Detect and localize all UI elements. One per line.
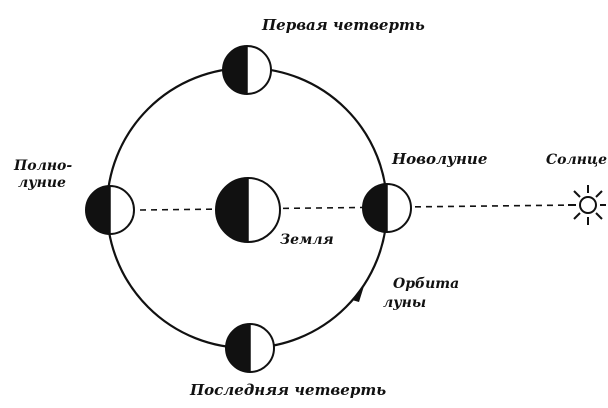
label-first-quarter: Первая четверть bbox=[261, 16, 425, 34]
label-full-moon-line1: Полно- bbox=[13, 158, 72, 174]
label-full-moon-line2: луние bbox=[18, 175, 66, 191]
moon-new-moon bbox=[363, 184, 411, 232]
moon-full-moon bbox=[86, 186, 134, 234]
moon-last-quarter bbox=[226, 324, 274, 372]
orbit-arrow-icon bbox=[352, 286, 364, 302]
sun-icon bbox=[568, 185, 606, 225]
label-sun: Солнце bbox=[546, 152, 607, 168]
moon-first-quarter bbox=[223, 46, 271, 94]
sun-earth-axis bbox=[140, 205, 578, 210]
label-last-quarter: Последняя четверть bbox=[189, 381, 386, 399]
earth bbox=[216, 178, 280, 242]
label-orbit-line1: Орбита bbox=[393, 276, 459, 292]
label-earth: Земля bbox=[280, 232, 334, 248]
label-orbit-line2: луны bbox=[383, 295, 426, 311]
label-new-moon: Новолуние bbox=[391, 150, 487, 168]
